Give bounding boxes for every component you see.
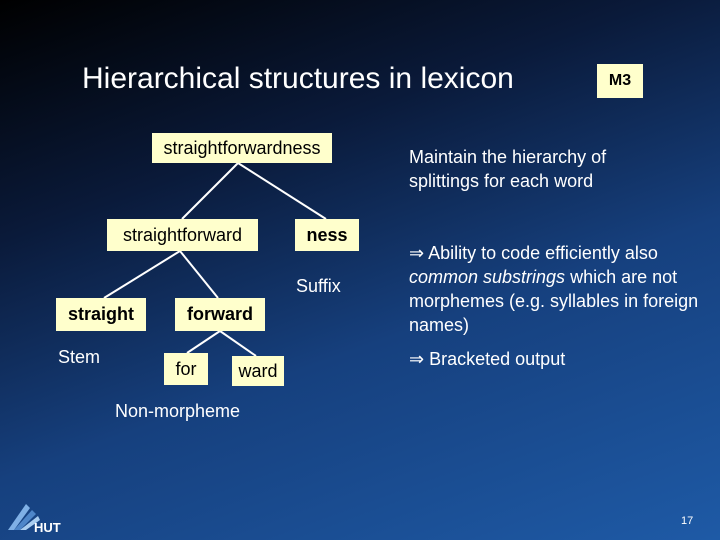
hierarchy-note: Maintain the hierarchy of splittings for…	[409, 147, 607, 191]
page-number: 17	[681, 515, 694, 527]
bullet1-text-italic: common substrings	[409, 267, 566, 287]
node-straightforward: straightforward	[107, 219, 258, 251]
module-badge: M3	[597, 64, 643, 98]
edge-root-left	[181, 162, 239, 220]
hut-logo-icon	[8, 504, 40, 530]
edge-l1-right	[179, 250, 219, 299]
bullet-efficient-coding: ⇒ Ability to code efficiently also commo…	[409, 241, 699, 337]
implies-icon: ⇒	[409, 349, 425, 369]
label-suffix: Suffix	[296, 276, 341, 296]
label-stem: Stem	[58, 347, 101, 367]
node-root: straightforwardness	[152, 133, 332, 163]
edge-root-right	[237, 162, 327, 220]
node-ness: ness	[295, 219, 359, 251]
implies-icon: ⇒	[409, 243, 425, 263]
edge-l1-left	[103, 250, 181, 299]
edge-l2-left	[186, 330, 221, 354]
node-ward: ward	[232, 356, 284, 386]
edge-l2-right	[219, 330, 257, 357]
label-non-morpheme: Non-morpheme	[115, 401, 241, 421]
bullet1-text-pre: Ability to code efficiently also	[428, 243, 658, 263]
hut-logo-text: HUT	[34, 520, 61, 535]
node-for: for	[164, 353, 208, 385]
node-straight: straight	[56, 298, 146, 331]
slide-title: Hierarchical structures in lexicon	[82, 62, 514, 95]
node-forward: forward	[175, 298, 265, 331]
bullet2-text: Bracketed output	[429, 349, 566, 369]
bullet-bracketed-output: ⇒ Bracketed output	[409, 347, 699, 371]
bullet1-text-post: which are not morphemes (e.g. syllables …	[409, 267, 699, 335]
